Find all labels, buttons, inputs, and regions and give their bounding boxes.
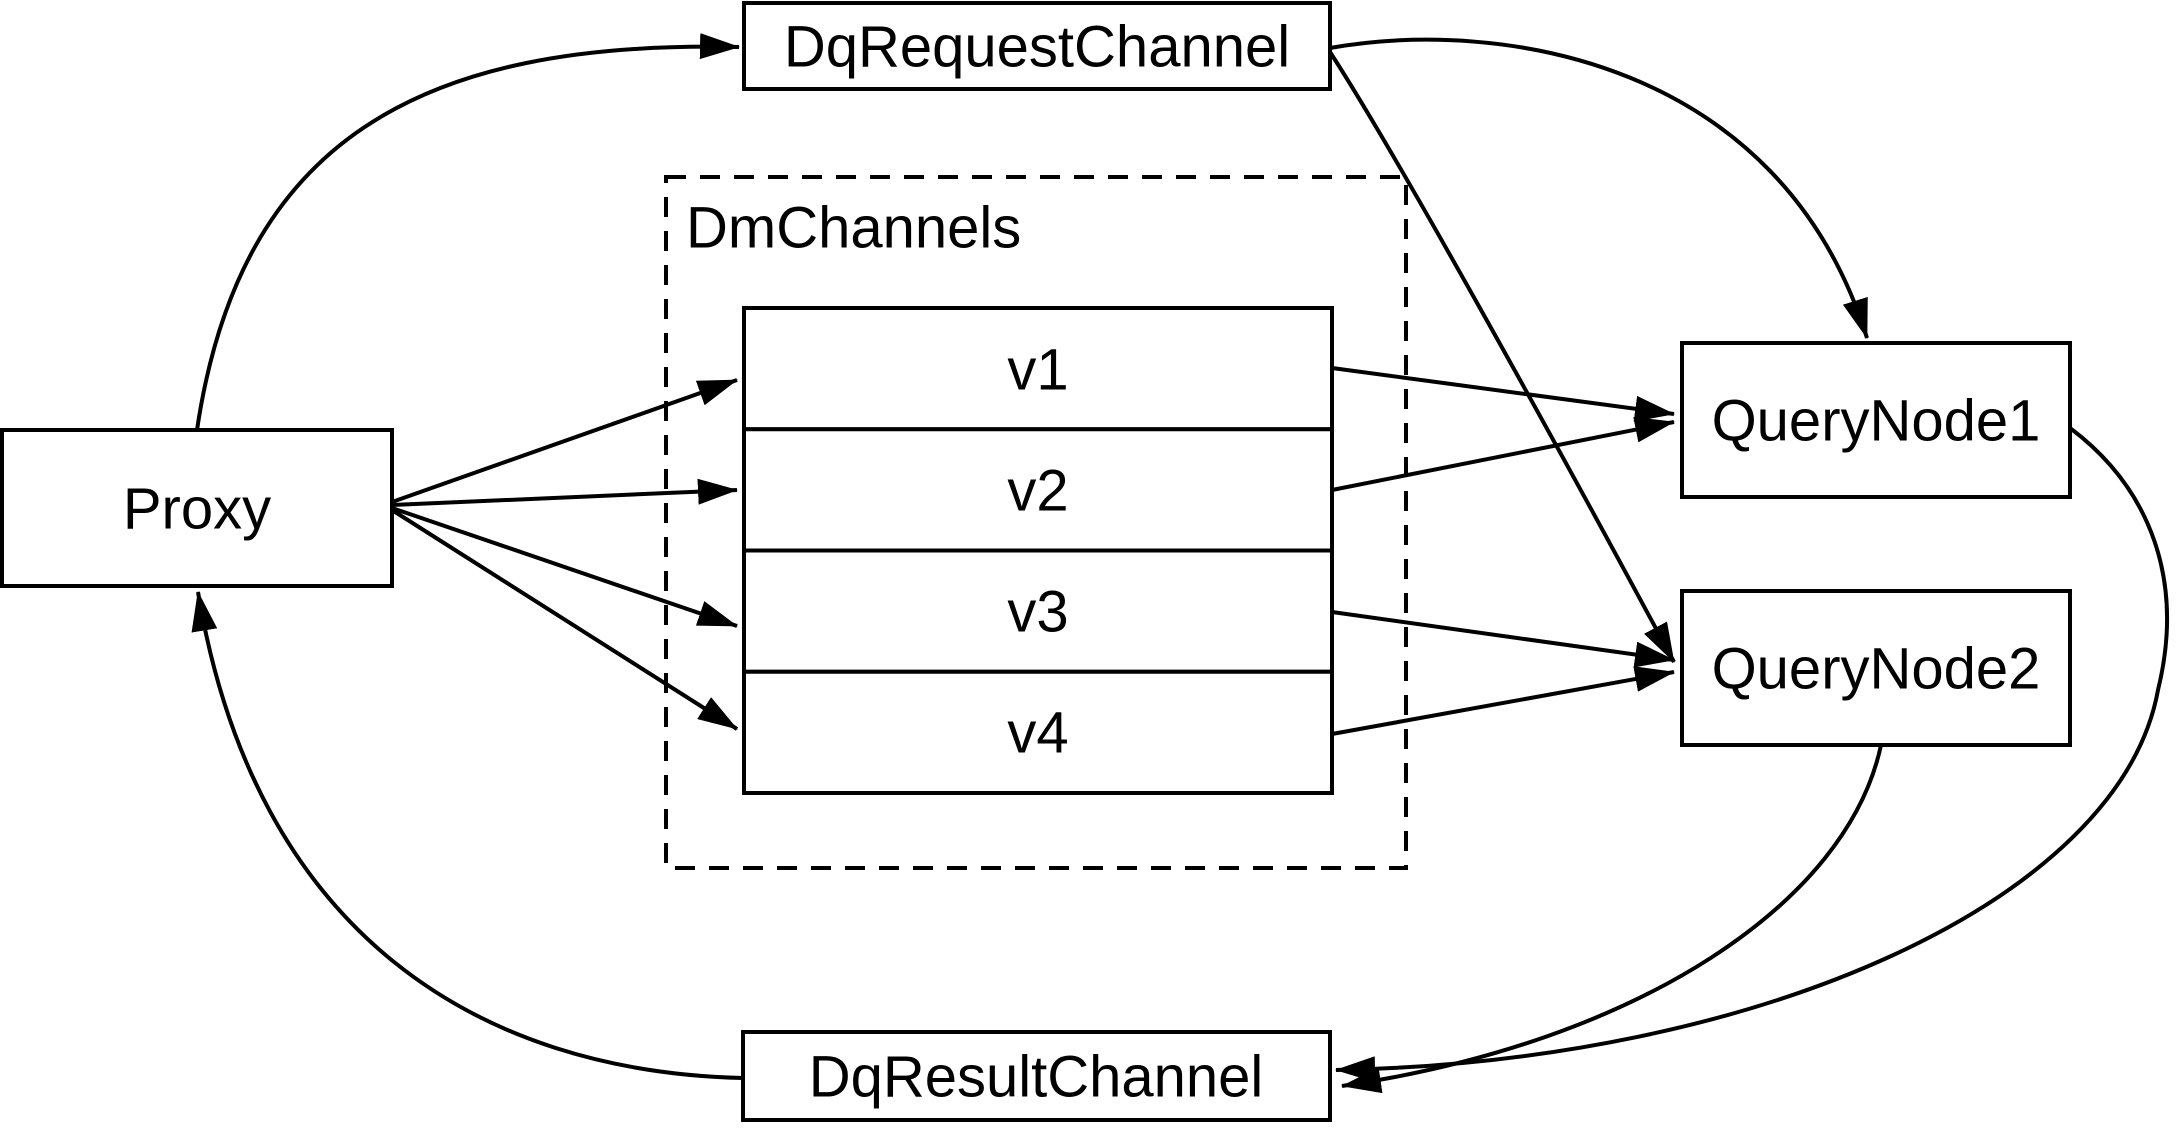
dq-result-channel-box — [741, 1030, 1332, 1122]
edge-dq-request-channel-to-query-node2 — [1328, 50, 1676, 663]
edge-proxy-to-v4 — [390, 508, 739, 731]
edge-v3-to-query-node2 — [1331, 610, 1675, 668]
dq-result-channel-label: DqResultChannel — [809, 1045, 1264, 1110]
v4-label: v4 — [1007, 701, 1068, 766]
v3-label: v3 — [1007, 580, 1068, 645]
edge-proxy-to-v2 — [391, 478, 738, 507]
node-query-node2: QueryNode2 — [1680, 589, 2072, 747]
query-node1-box — [1680, 341, 2072, 499]
query-node2-box — [1680, 589, 2072, 747]
node-dq-result-channel: DqResultChannel — [741, 1030, 1332, 1122]
edge-v4-to-query-node2 — [1331, 666, 1675, 736]
edge-proxy-to-dq-request-channel — [195, 33, 740, 431]
edge-proxy-to-v1 — [391, 378, 738, 504]
v1-label: v1 — [1007, 338, 1068, 403]
v4-box — [742, 669, 1334, 795]
v2-label: v2 — [1007, 459, 1068, 524]
node-proxy: Proxy — [0, 428, 394, 588]
v2-box — [742, 427, 1334, 553]
dm-channels-group: DmChannels — [664, 175, 1408, 870]
edge-v1-to-query-node1 — [1331, 366, 1675, 422]
query-node2-label: QueryNode2 — [1712, 637, 2041, 702]
proxy-label: Proxy — [123, 477, 271, 542]
dq-request-channel-label: DqRequestChannel — [784, 15, 1290, 80]
edge-query-node1-to-dq-result-channel — [1335, 426, 2170, 1083]
edge-proxy-to-v3 — [391, 506, 738, 628]
edge-dq-request-channel-to-query-node1 — [1329, 37, 1869, 339]
query-node1-label: QueryNode1 — [1712, 389, 2041, 454]
edge-v2-to-query-node1 — [1331, 416, 1675, 492]
edge-dq-result-channel-to-proxy — [191, 591, 744, 1080]
node-v-stack: v1 v2 v3 v4 — [742, 306, 1334, 795]
dm-channels-label: DmChannels — [686, 196, 1021, 261]
edges — [191, 33, 2170, 1094]
node-query-node1: QueryNode1 — [1680, 341, 2072, 499]
node-dq-request-channel: DqRequestChannel — [742, 1, 1332, 91]
dq-request-channel-box — [742, 1, 1332, 91]
edge-query-node2-to-dq-result-channel — [1341, 744, 1883, 1094]
proxy-box — [0, 428, 394, 588]
dm-channels-box — [664, 175, 1408, 870]
